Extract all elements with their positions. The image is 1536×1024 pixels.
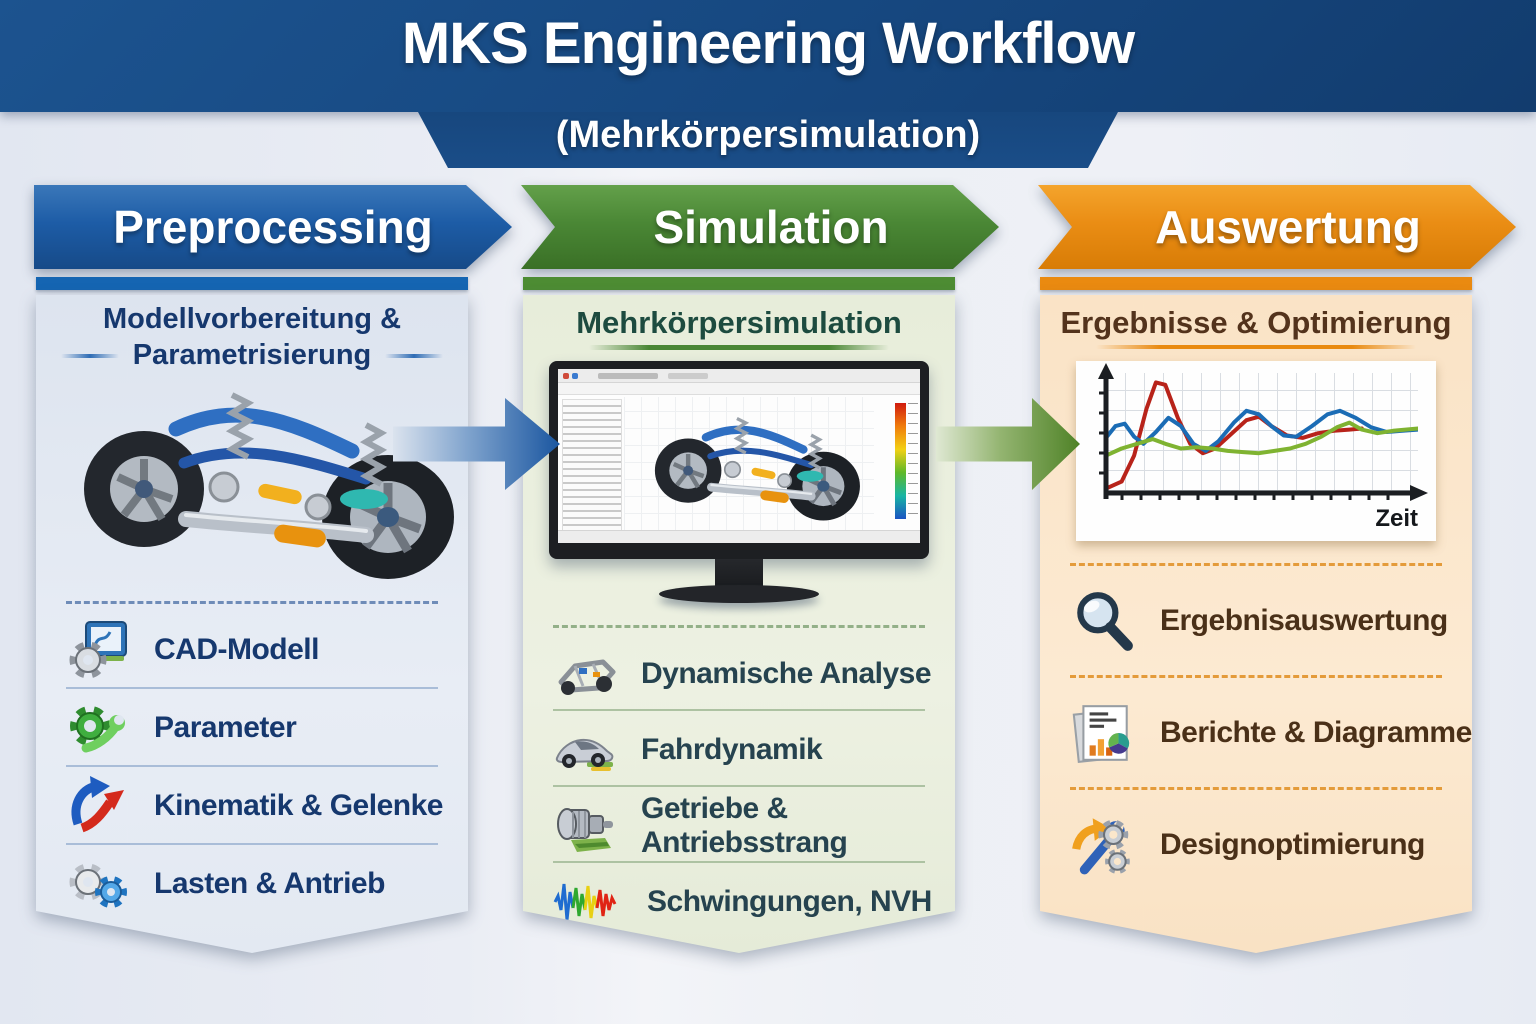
decorative-underline: [589, 345, 889, 350]
simulation-panel: Mehrkörpersimulation: [523, 295, 955, 953]
magnifier-icon: [1077, 592, 1133, 651]
design-optimization-icon: [1072, 818, 1130, 875]
chart-axes: [1098, 363, 1428, 501]
list-item-dynamische-analyse: Dynamische Analyse: [523, 637, 955, 711]
loads-gears-icon: [69, 863, 127, 908]
list-item-fahrdynamik: Fahrdynamik: [523, 713, 955, 787]
result-chart: Zeit: [1076, 361, 1436, 541]
kinematics-arrows-icon: [71, 776, 124, 833]
list-item-cad-modell: CAD-Modell: [36, 613, 468, 687]
software-statusbar: [558, 530, 920, 543]
list-item-berichte: Berichte & Diagramme: [1040, 691, 1472, 775]
page-title: MKS Engineering Workflow: [401, 11, 1135, 76]
preprocessing-accent-bar: [36, 277, 468, 290]
list-item-label: Ergebnisauswertung: [1160, 604, 1448, 637]
waveform-icon: [553, 883, 617, 921]
list-item-label: Getriebe & Antriebsstrang: [641, 792, 848, 859]
simulation-header-label: Simulation: [653, 201, 889, 253]
list-item-label: Parameter: [154, 711, 297, 744]
title-subtitle-tab: (Mehrkörpersimulation): [418, 112, 1118, 168]
software-toolbar-row2: [558, 383, 920, 395]
divider: [1070, 787, 1442, 790]
simulation-header-arrow: Simulation: [521, 185, 999, 269]
list-item-label: Designoptimierung: [1160, 828, 1425, 861]
contour-color-scale: [895, 403, 906, 519]
divider: [66, 765, 438, 767]
monitor-stand: [715, 559, 763, 587]
auswertung-header-label: Auswertung: [1155, 201, 1421, 253]
preprocessing-header-arrow: Preprocessing: [34, 185, 512, 269]
monitor-frame: [549, 361, 929, 559]
title-banner: MKS Engineering Workflow: [0, 0, 1536, 112]
monitor-base: [659, 585, 819, 603]
column-simulation: Simulation Mehrkörpersimulation: [521, 185, 999, 965]
divider: [66, 601, 438, 604]
auswertung-header-arrow: Auswertung: [1038, 185, 1516, 269]
preprocessing-header-label: Preprocessing: [113, 201, 433, 253]
divider: [1070, 675, 1442, 678]
list-item-getriebe: Getriebe & Antriebsstrang: [523, 789, 955, 863]
list-item-label: Lasten & Antrieb: [154, 867, 385, 900]
column-auswertung: Auswertung Ergebnisse & Optimierung: [1038, 185, 1516, 965]
list-item-parameter: Parameter: [36, 691, 468, 765]
list-item-designoptimierung: Designoptimierung: [1040, 803, 1472, 887]
divider: [1070, 563, 1442, 566]
model-tree-panel: [562, 399, 622, 531]
list-item-kinematik: Kinematik & Gelenke: [36, 769, 468, 843]
cad-model-icon: [69, 621, 127, 679]
parameter-gear-wrench-icon: [70, 706, 125, 753]
result-chart-lines: [1106, 380, 1418, 491]
preprocessing-panel: Modellvorbereitung & Parametrisierung: [36, 295, 468, 953]
monitor-screen: [558, 369, 920, 543]
list-item-label: CAD-Modell: [154, 633, 319, 666]
simulation-monitor: [549, 361, 929, 607]
decorative-dash: [60, 353, 119, 358]
decorative-dash: [385, 353, 444, 358]
preprocessing-subtitle-line2: Parametrisierung: [36, 339, 468, 372]
report-charts-icon: [1072, 705, 1130, 763]
preprocessing-subtitle-line1: Modellvorbereitung &: [102, 303, 402, 335]
simulation-accent-bar: [523, 277, 955, 290]
auswertung-subtitle: Ergebnisse & Optimierung: [1060, 305, 1452, 340]
list-item-label: Kinematik & Gelenke: [154, 789, 443, 822]
simulation-subtitle: Mehrkörpersimulation: [576, 305, 902, 340]
software-toolbar: [558, 369, 920, 383]
list-item-label: Schwingungen, NVH: [647, 885, 932, 918]
list-item-label: Berichte & Diagramme: [1160, 716, 1472, 749]
chart-x-axis-label: Zeit: [1375, 505, 1418, 532]
divider: [66, 687, 438, 689]
car-icon: [555, 738, 614, 771]
viewport-suspension-model: [628, 403, 868, 523]
list-item-schwingungen: Schwingungen, NVH: [523, 865, 955, 939]
chassis-icon: [558, 659, 616, 695]
divider: [553, 709, 925, 711]
column-preprocessing: Preprocessing Modellvorbereitung & Param…: [34, 185, 512, 965]
divider: [553, 625, 925, 628]
page-subtitle: (Mehrkörpersimulation): [555, 114, 981, 156]
contour-scale-ticks: [908, 403, 918, 519]
auswertung-accent-bar: [1040, 277, 1472, 290]
auswertung-panel: Ergebnisse & Optimierung: [1040, 295, 1472, 953]
list-item-ergebnisauswertung: Ergebnisauswertung: [1040, 579, 1472, 663]
suspension-illustration: [36, 367, 468, 607]
divider: [553, 785, 925, 787]
list-item-label: Dynamische Analyse: [641, 657, 932, 690]
decorative-underline: [1096, 345, 1416, 349]
gearbox-icon: [557, 808, 613, 852]
list-item-lasten: Lasten & Antrieb: [36, 847, 468, 921]
list-item-label: Fahrdynamik: [641, 733, 823, 766]
divider: [66, 843, 438, 845]
divider: [553, 861, 925, 863]
